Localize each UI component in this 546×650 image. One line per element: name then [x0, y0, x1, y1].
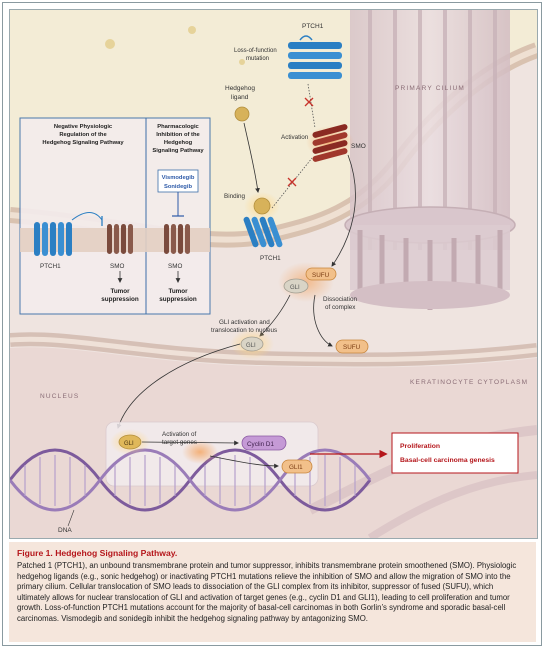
nuclear-membrane-fold: [367, 471, 537, 538]
inset-right-title-line: Inhibition of the: [156, 132, 200, 138]
ligand-particle: [239, 59, 245, 65]
blocked-inhibition-x-icon: [287, 177, 297, 187]
inset-smo-right-protein: [164, 224, 190, 254]
keratinocyte-cytoplasm-label: KERATINOCYTE CYTOPLASM: [410, 379, 528, 386]
sonidegib-label: Sonidegib: [164, 184, 192, 190]
activation-of-label: Activation of: [162, 431, 197, 438]
gli-complex-label: GLI: [290, 285, 300, 291]
proliferation-label: Proliferation: [400, 443, 440, 450]
inset-right-title-line: Signaling Pathway: [152, 148, 204, 154]
inhibition-inset: Negative Physiologic Regulation of the H…: [19, 117, 211, 315]
binding-label: Binding: [224, 193, 246, 200]
to-cyclin-arrow: [141, 440, 239, 446]
sufu-free: [335, 339, 369, 354]
pathway-diagram: PRIMARY CILIUM KERATINOCYTE CYTOPLASM NU…: [10, 10, 537, 538]
dissociation-arrow: [313, 294, 333, 347]
gli-activation-label: GLI activation and: [219, 319, 270, 326]
of-complex-label: of complex: [325, 304, 356, 311]
nucleus-label: NUCLEUS: [40, 393, 79, 400]
inset-right-title-line: Pharmacologic: [157, 124, 199, 130]
smo-active-protein: [306, 124, 354, 162]
bcc-genesis-label: Basal-cell carcinoma genesis: [400, 457, 495, 464]
figure-caption: Figure 1. Hedgehog Signaling Pathway. Pa…: [9, 542, 536, 642]
figure-frame: PRIMARY CILIUM KERATINOCYTE CYTOPLASM NU…: [2, 2, 542, 646]
ligand-binding-arrow: [243, 122, 260, 193]
gli-translocation-arrow: [116, 343, 241, 429]
activation-label: Activation: [281, 134, 309, 141]
gli-nucleus-label: GLI: [124, 441, 134, 447]
ligand-particle: [105, 39, 115, 49]
caption-body: Patched 1 (PTCH1), an unbound transmembr…: [17, 561, 517, 623]
sufu-complex-label: SUFU: [312, 272, 330, 279]
ptch1-mutant-protein: [288, 35, 342, 79]
dna-helix: [10, 448, 372, 512]
transcription-site-glow: [182, 440, 218, 464]
cyclin-d1-label: Cyclin D1: [247, 441, 274, 448]
dna-pointer: [67, 509, 75, 527]
loss-of-function-label: Loss-of-function: [234, 48, 277, 54]
gli-moving: [240, 336, 264, 352]
ptch1-inhibition-line: [71, 212, 103, 221]
sufu-free-label: SUFU: [343, 344, 361, 351]
pathway-illustration: PRIMARY CILIUM KERATINOCYTE CYTOPLASM NU…: [9, 9, 538, 539]
result-box: [391, 432, 519, 474]
mutation-label: mutation: [246, 56, 269, 62]
inset-left-title-line: Regulation of the: [59, 132, 107, 138]
smo-to-complex-arrow: [331, 154, 356, 267]
ptch1-bound-protein: [243, 192, 283, 248]
ptch1-mid-label: PTCH1: [260, 255, 281, 262]
vismodegib-label: Vismodegib: [162, 175, 195, 181]
tumor-label-right: Tumor: [168, 288, 188, 295]
hedgehog-label: Hedgehog: [225, 85, 255, 92]
suppression-label-left: suppression: [101, 296, 139, 303]
inset-ptch1-protein: [34, 222, 72, 256]
suppression-label-right: suppression: [159, 296, 197, 303]
inset-smo-right-label: SMO: [168, 263, 182, 270]
hedgehog-ligand: [234, 106, 250, 122]
tumor-label-left: Tumor: [110, 288, 130, 295]
ptch1-smo-inhibition-line: [307, 83, 316, 129]
dissociation-label: Dissociation: [323, 296, 357, 303]
smo-right-label: SMO: [351, 143, 366, 150]
nuclear-envelope-core: [10, 336, 537, 363]
sufu-gli-complex: [278, 262, 337, 302]
cyclin-d1-product: [241, 435, 287, 451]
ptch1-top-label: PTCH1: [302, 23, 324, 30]
basal-body-base: [350, 281, 510, 309]
blocked-inhibition-x-icon: [304, 97, 314, 107]
to-gli1-arrow: [209, 455, 279, 469]
caption-title: Figure 1. Hedgehog Signaling Pathway.: [17, 548, 178, 558]
ligand-label: ligand: [231, 94, 249, 101]
primary-cilium-label: PRIMARY CILIUM: [395, 85, 465, 92]
gli1-label: GLI1: [289, 464, 303, 471]
inset-ptch1-label: PTCH1: [40, 263, 61, 270]
inset-smo-left-protein: [107, 224, 133, 254]
gli-nucleus: [118, 434, 142, 450]
inset-left-title-line: Hedgehog Signaling Pathway: [42, 140, 124, 146]
ligand-particle: [188, 26, 196, 34]
gli1-product: [281, 459, 313, 474]
inset-right-title-line: Hedgehog: [164, 140, 193, 146]
inset-smo-left-label: SMO: [110, 263, 124, 270]
gli-moving-label: GLI: [246, 343, 256, 349]
dna-label: DNA: [58, 527, 72, 534]
inset-left-title-line: Negative Physiologic: [54, 124, 113, 130]
